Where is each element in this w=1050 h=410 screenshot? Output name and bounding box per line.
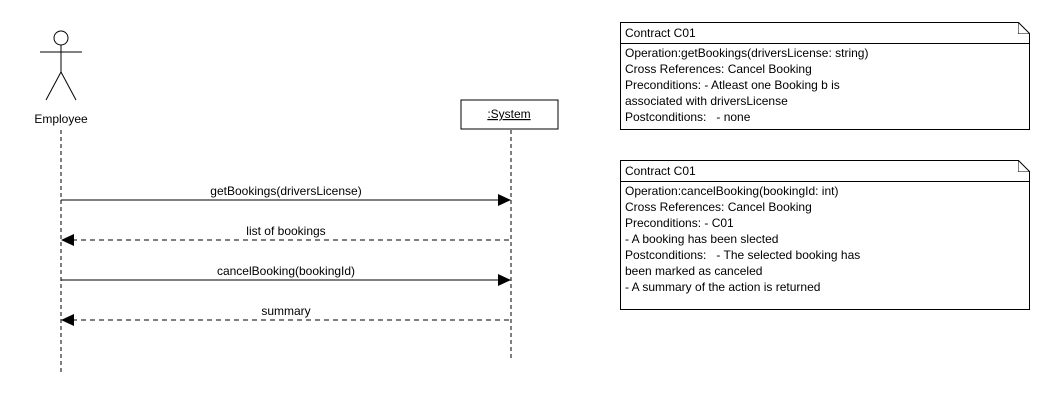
message-cancel-booking: cancelBooking(bookingId) <box>61 264 511 286</box>
contract-body: Operation:getBookings(driversLicense: st… <box>621 44 1029 126</box>
contract-line: Postconditions: - The selected booking h… <box>625 248 861 262</box>
contract-line: - A booking has been slected <box>625 232 779 246</box>
employee-actor <box>40 30 82 101</box>
message-label: getBookings(driversLicense) <box>210 184 361 198</box>
contract-line: Preconditions: - Atleast one Booking b i… <box>625 78 840 92</box>
arrowhead-icon <box>61 234 74 246</box>
message-label: summary <box>261 304 310 318</box>
contract-note-cancel-booking: Contract C01 Operation:cancelBooking(boo… <box>620 160 1030 310</box>
arrowhead-icon <box>498 194 511 206</box>
system-box <box>460 99 559 130</box>
arrowhead-icon <box>61 314 74 326</box>
contract-note-get-bookings: Contract C01 Operation:getBookings(drive… <box>620 22 1030 130</box>
contract-line: Postconditions: - none <box>625 110 751 124</box>
contract-line: been marked as canceled <box>625 264 763 278</box>
message-get-bookings: getBookings(driversLicense) <box>61 184 511 206</box>
contract-title: Contract C01 <box>621 23 1029 44</box>
note-fold-icon <box>1018 160 1030 172</box>
message-list-of-bookings: list of bookings <box>61 224 511 246</box>
contract-line: Cross References: Cancel Booking <box>625 62 812 76</box>
contract-body: Operation:cancelBooking(bookingId: int) … <box>621 182 1029 296</box>
arrowhead-icon <box>498 274 511 286</box>
message-label: list of bookings <box>246 224 325 238</box>
message-label: cancelBooking(bookingId) <box>217 264 355 278</box>
contract-title: Contract C01 <box>621 161 1029 182</box>
contract-line: - A summary of the action is returned <box>625 280 821 294</box>
system-label: :System <box>487 107 530 121</box>
contract-line: associated with driversLicense <box>625 94 788 108</box>
contract-line: Preconditions: - C01 <box>625 216 734 230</box>
contract-line: Operation:cancelBooking(bookingId: int) <box>625 184 839 198</box>
message-summary: summary <box>61 304 511 326</box>
employee-label: Employee <box>34 112 88 126</box>
note-fold-icon <box>1018 22 1030 34</box>
contract-line: Operation:getBookings(driversLicense: st… <box>625 46 869 60</box>
contract-line: Cross References: Cancel Booking <box>625 200 812 214</box>
